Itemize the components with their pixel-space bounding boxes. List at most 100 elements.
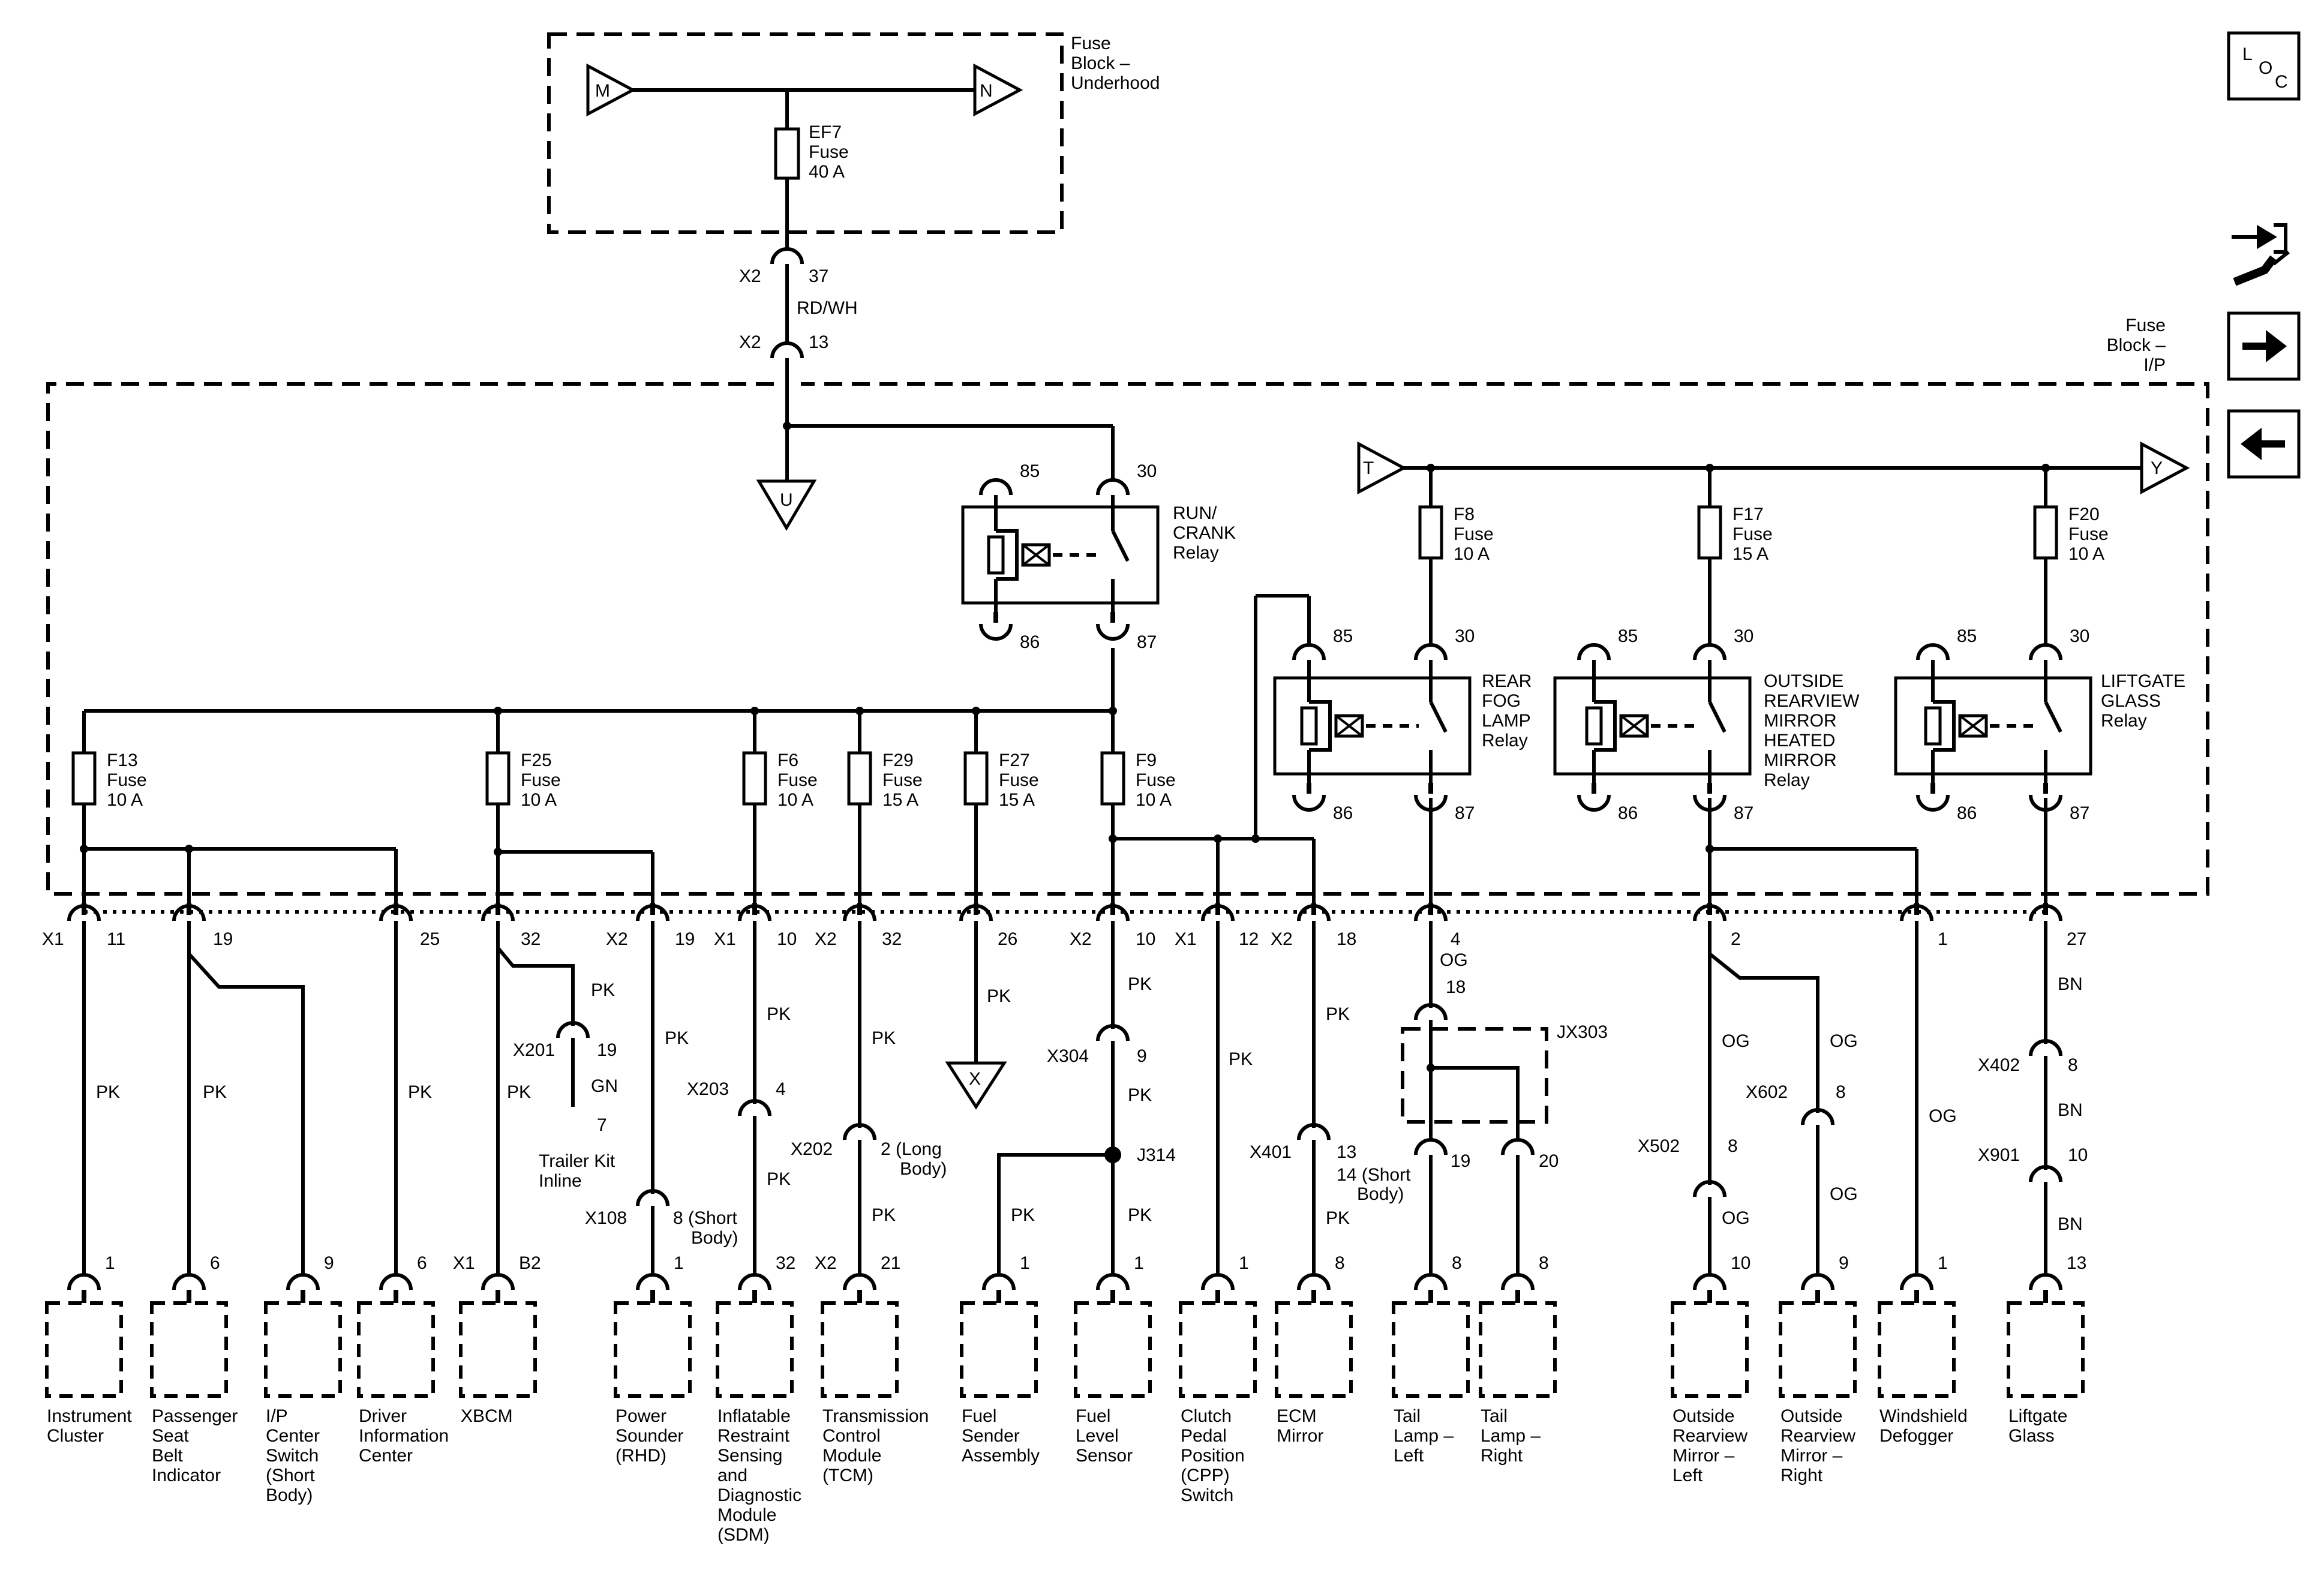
wire-color: PK	[1128, 1205, 1152, 1225]
svg-text:L: L	[2242, 44, 2253, 64]
offpage-connector-u-label: U	[780, 490, 793, 510]
relay-pin-label: 85	[1618, 626, 1638, 646]
pin-label: 10	[777, 929, 797, 949]
component-name: Sensor	[1076, 1446, 1133, 1466]
pin-label: 2 (Long	[881, 1139, 942, 1159]
component-name: Instrument	[47, 1406, 132, 1426]
fuse-label: Fuse	[107, 770, 147, 790]
wire-color: PK	[507, 1082, 531, 1102]
relay-pin-label: 86	[1020, 632, 1040, 652]
arrow-left-icon[interactable]	[2227, 409, 2301, 479]
svg-text:O: O	[2259, 58, 2272, 78]
relay-pin-label: 87	[1137, 632, 1157, 652]
component-name: Module	[717, 1505, 776, 1525]
component-name: Diagnostic	[717, 1485, 801, 1505]
arrow-right-icon[interactable]	[2227, 311, 2301, 381]
component-name: Windshield	[1879, 1406, 1968, 1426]
component-pin: 9	[1839, 1253, 1849, 1273]
wire-color: PK	[872, 1205, 896, 1225]
fuse-label: 10 A	[1136, 790, 1172, 810]
conn-label: X901	[1978, 1145, 2020, 1165]
relay-pin-label: 85	[1957, 626, 1977, 646]
fuse-label: 15 A	[882, 790, 918, 810]
component-name: Glass	[2008, 1426, 2055, 1446]
component-name: Fuel	[1076, 1406, 1110, 1426]
fuse-label: Fuse	[999, 770, 1039, 790]
wire-color: PK	[872, 1028, 896, 1048]
conn-label: X2	[606, 929, 628, 949]
offpage-connector-x	[945, 1061, 1007, 1110]
pin-label: 8	[2068, 1055, 2078, 1075]
pin-label: 26	[998, 929, 1017, 949]
pin-label: 18	[1337, 929, 1356, 949]
feed-pin-1: 37	[809, 266, 828, 286]
component-name: Fuel	[962, 1406, 996, 1426]
component-pin: 1	[674, 1253, 684, 1273]
fuse-label: F20	[2068, 505, 2100, 524]
component-name: Information	[359, 1426, 449, 1446]
fuse-label: 10 A	[777, 790, 813, 810]
component-name: Defogger	[1879, 1426, 1953, 1446]
component-name: (TCM)	[822, 1466, 873, 1485]
relay-name: FOG	[1482, 691, 1521, 711]
dest-label: Trailer Kit	[539, 1151, 615, 1171]
relay-name: REARVIEW	[1764, 691, 1860, 711]
pin-label: 20	[1539, 1151, 1559, 1171]
component-name: Control	[822, 1426, 881, 1446]
pin-label: 19	[1451, 1151, 1470, 1171]
relay-name: LIFTGATE	[2101, 671, 2185, 691]
wire-color: PK	[203, 1082, 227, 1102]
fuse-block-ip: Fuse Block – I/P	[46, 316, 2209, 896]
offpage-connector-y	[2140, 441, 2190, 495]
component-name: Rearview	[1780, 1426, 1855, 1446]
pin-label: 19	[675, 929, 695, 949]
wire-color: PK	[408, 1082, 432, 1102]
relay-name: Relay	[1482, 731, 1528, 751]
svg-text:C: C	[2275, 72, 2288, 92]
fuse-ef7-id: EF7	[809, 122, 842, 142]
pin-label: 8	[1836, 1082, 1846, 1102]
fuse-label: F13	[107, 751, 138, 770]
fuse-label: F9	[1136, 751, 1157, 770]
pin-label: 8	[1728, 1136, 1738, 1156]
component-name: Tail	[1394, 1406, 1421, 1426]
loc-symbol: L O C	[2227, 31, 2301, 101]
relay-name: HEATED	[1764, 731, 1835, 751]
component-pin: 8	[1335, 1253, 1345, 1273]
component-name: Level	[1076, 1426, 1119, 1446]
pin-label: Body)	[1357, 1184, 1404, 1204]
pin-label: 12	[1239, 929, 1259, 949]
pin-label: 32	[521, 929, 541, 949]
component-name: XBCM	[461, 1406, 513, 1426]
relay-name: REAR	[1482, 671, 1532, 691]
component-name: Liftgate	[2008, 1406, 2067, 1426]
components: 1InstrumentCluster6PassengerSeatBeltIndi…	[45, 1253, 2086, 1545]
component-name: Switch	[1181, 1485, 1233, 1505]
wire-color: PK	[1128, 1085, 1152, 1105]
relay-name: Relay	[2101, 711, 2147, 731]
component-name: Lamp –	[1481, 1426, 1541, 1446]
component-name: (SDM)	[717, 1525, 770, 1545]
fuse-label: Fuse	[1733, 524, 1773, 544]
connector-tools-icon[interactable]	[2232, 223, 2290, 286]
fuse-label: 10 A	[2068, 544, 2104, 564]
conn-label: JX303	[1557, 1022, 1608, 1042]
pin-label: 1	[1938, 929, 1948, 949]
relay-pin-label: 86	[1333, 803, 1353, 823]
fuse-label: Fuse	[2068, 524, 2109, 544]
conn-label: X2	[1271, 929, 1293, 949]
component-name: Indicator	[152, 1466, 221, 1485]
offpage-connector-y-label: Y	[2151, 458, 2163, 478]
component-conn: X2	[815, 1253, 837, 1273]
